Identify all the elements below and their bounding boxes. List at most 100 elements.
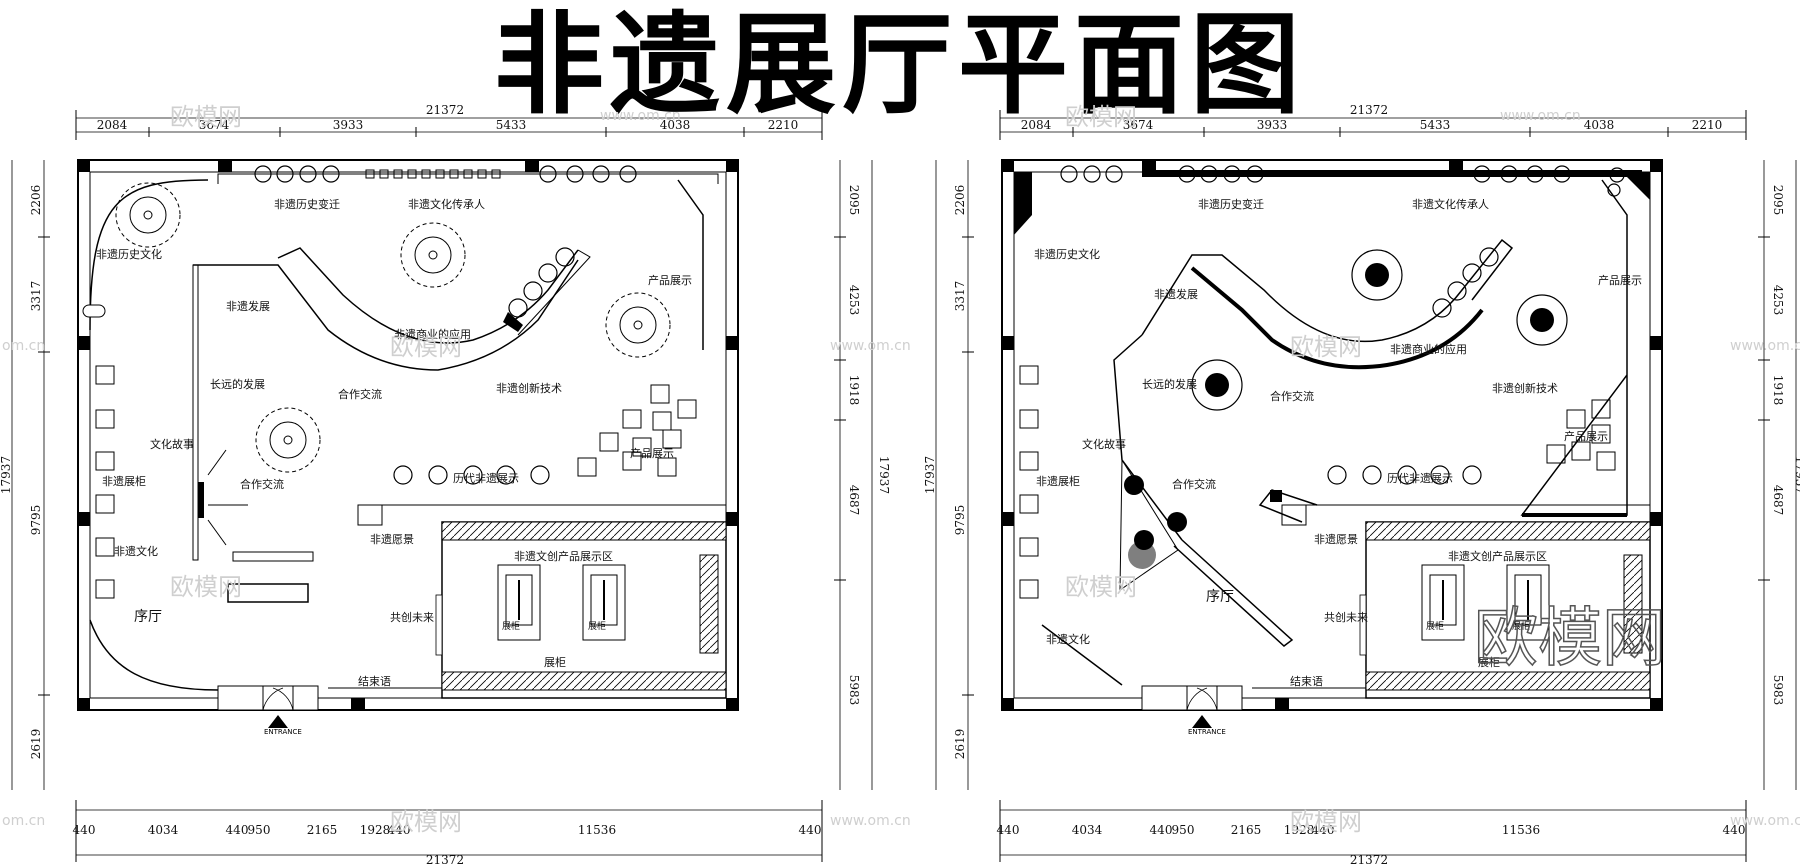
dim-bottom-8: 11536 bbox=[1502, 823, 1540, 837]
label-cabinet-b: 展柜 bbox=[588, 620, 606, 632]
dim-left-2: 3317 bbox=[953, 281, 967, 312]
label-creative-zone: 非遗文创产品展示区 bbox=[1448, 549, 1547, 563]
dim-overall-height-left: 17937 bbox=[923, 456, 937, 494]
label-history-change: 非遗历史变迁 bbox=[274, 197, 340, 211]
watermark-brand: 欧模网 bbox=[1065, 103, 1137, 131]
left-plan-dimensions bbox=[11, 110, 873, 862]
watermark-site: www.om.cn bbox=[1500, 108, 1581, 124]
label-cabinet-bottom: 展柜 bbox=[1478, 656, 1500, 669]
label-showcase: 非遗展柜 bbox=[102, 474, 146, 488]
label-co-create: 共创未来 bbox=[1324, 611, 1368, 624]
dim-top-1: 2084 bbox=[97, 118, 128, 132]
dim-top-5: 4038 bbox=[1584, 118, 1615, 132]
dim-overall-width-bottom: 21372 bbox=[426, 853, 464, 867]
dim-bottom-3: 440 bbox=[1150, 823, 1173, 837]
label-development: 非遗发展 bbox=[1154, 287, 1198, 301]
dim-top-5: 4038 bbox=[660, 118, 691, 132]
dim-right-5: 5983 bbox=[1771, 675, 1785, 706]
dim-bottom-6: 1928 bbox=[1284, 823, 1315, 837]
label-history-change: 非遗历史变迁 bbox=[1198, 197, 1264, 211]
dim-top-4: 5433 bbox=[496, 118, 527, 132]
dim-left-1: 2206 bbox=[953, 185, 967, 216]
label-lobby: 序厅 bbox=[134, 609, 162, 625]
dim-bottom-5: 2165 bbox=[1231, 823, 1262, 837]
label-co-create: 共创未来 bbox=[390, 611, 434, 624]
label-culture-story: 文化故事 bbox=[1082, 437, 1126, 451]
label-inheritors: 非遗文化传承人 bbox=[408, 197, 485, 211]
dim-top-2: 3674 bbox=[1123, 118, 1154, 132]
dim-bottom-7: 440 bbox=[1312, 823, 1335, 837]
dim-top-1: 2084 bbox=[1021, 118, 1052, 132]
dim-top-3: 3933 bbox=[333, 118, 364, 132]
label-cooperation-2: 合作交流 bbox=[240, 477, 284, 491]
dim-top-6: 2210 bbox=[1692, 118, 1723, 132]
dim-bottom-4: 950 bbox=[248, 823, 271, 837]
brand-watermark-large: 欧模网 bbox=[1474, 602, 1666, 676]
label-culture: 非遗文化 bbox=[114, 544, 158, 558]
dim-overall-height-right: 17937 bbox=[877, 456, 891, 494]
label-product-display-mid: 产品展示 bbox=[1564, 429, 1608, 443]
label-cooperation-2: 合作交流 bbox=[1172, 477, 1216, 491]
label-culture-story: 文化故事 bbox=[150, 437, 194, 451]
dim-bottom-8: 11536 bbox=[578, 823, 616, 837]
label-inheritors: 非遗文化传承人 bbox=[1412, 197, 1489, 211]
dim-bottom-2: 4034 bbox=[148, 823, 179, 837]
dim-bottom-3: 440 bbox=[226, 823, 249, 837]
watermark-site-short: om.cn bbox=[2, 813, 45, 829]
label-cooperation: 合作交流 bbox=[1270, 389, 1314, 403]
dim-overall-width-bottom: 21372 bbox=[1350, 853, 1388, 867]
label-long-term: 长远的发展 bbox=[210, 377, 265, 391]
dim-right-3: 1918 bbox=[847, 375, 861, 406]
label-commercial-use: 非遗商业的应用 bbox=[394, 327, 471, 341]
dim-left-3: 9795 bbox=[29, 505, 43, 536]
right-plan-dimensions bbox=[935, 110, 1797, 862]
dim-bottom-2: 4034 bbox=[1072, 823, 1103, 837]
dim-top-3: 3933 bbox=[1257, 118, 1288, 132]
dim-bottom-9: 440 bbox=[799, 823, 822, 837]
label-history-culture: 非遗历史文化 bbox=[96, 247, 162, 261]
watermark-brand: 欧模网 bbox=[170, 103, 242, 131]
watermark-site-short: om.cn bbox=[2, 338, 45, 354]
watermark-site: www.om.cn bbox=[830, 338, 911, 354]
label-innovation: 非遗创新技术 bbox=[1492, 381, 1558, 395]
dim-overall-width-top: 21372 bbox=[426, 103, 464, 117]
dim-right-2: 4253 bbox=[1771, 285, 1785, 316]
dim-left-1: 2206 bbox=[29, 185, 43, 216]
label-cabinet-b: 展柜 bbox=[1512, 620, 1530, 632]
left-dimension-labels: 21372 2084 3674 3933 5433 4038 2210 440 … bbox=[0, 103, 891, 867]
dim-overall-height-left: 17937 bbox=[0, 456, 13, 494]
label-history-culture: 非遗历史文化 bbox=[1034, 247, 1100, 261]
label-historic-display: 历代非遗展示 bbox=[1387, 471, 1453, 485]
dim-right-1: 2095 bbox=[1771, 185, 1785, 216]
dim-left-2: 3317 bbox=[29, 281, 43, 312]
dim-top-6: 2210 bbox=[768, 118, 799, 132]
dim-right-3: 1918 bbox=[1771, 375, 1785, 406]
dim-overall-height-right: 17937 bbox=[1793, 456, 1800, 494]
watermark-site: www.om.cn bbox=[1730, 338, 1800, 354]
dim-bottom-4: 950 bbox=[1172, 823, 1195, 837]
label-culture: 非遗文化 bbox=[1046, 632, 1090, 646]
watermark-brand: 欧模网 bbox=[170, 573, 242, 601]
label-epilogue: 结束语 bbox=[1290, 675, 1323, 688]
dim-top-4: 5433 bbox=[1420, 118, 1451, 132]
watermark-brand: 欧模网 bbox=[390, 333, 462, 361]
dim-bottom-7: 440 bbox=[388, 823, 411, 837]
label-development: 非遗发展 bbox=[226, 299, 270, 313]
page-title: 非遗展厅平面图 bbox=[494, 1, 1306, 129]
dim-bottom-9: 440 bbox=[1723, 823, 1746, 837]
label-cabinet-a: 展柜 bbox=[502, 620, 520, 632]
label-epilogue: 结束语 bbox=[358, 675, 391, 688]
watermark-brand: 欧模网 bbox=[1290, 333, 1362, 361]
dim-bottom-6: 1928 bbox=[360, 823, 391, 837]
entrance-label: ENTRANCE bbox=[1188, 728, 1226, 736]
right-floor-plan: 非遗历史变迁 非遗文化传承人 非遗历史文化 产品展示 非遗发展 非遗商业的应用 … bbox=[1001, 159, 1667, 736]
label-product-display-mid: 产品展示 bbox=[630, 446, 674, 460]
dim-bottom-1: 440 bbox=[73, 823, 96, 837]
label-cabinet-a: 展柜 bbox=[1426, 620, 1444, 632]
watermarks: 欧模网 欧模网 欧模网 欧模网 欧模网 欧模网 欧模网 欧模网 www.om.c… bbox=[2, 103, 1800, 836]
label-cooperation: 合作交流 bbox=[338, 387, 382, 401]
watermark-brand: 欧模网 bbox=[1065, 573, 1137, 601]
label-cabinet-bottom: 展柜 bbox=[544, 656, 566, 669]
label-product-display-top: 产品展示 bbox=[1598, 273, 1642, 287]
